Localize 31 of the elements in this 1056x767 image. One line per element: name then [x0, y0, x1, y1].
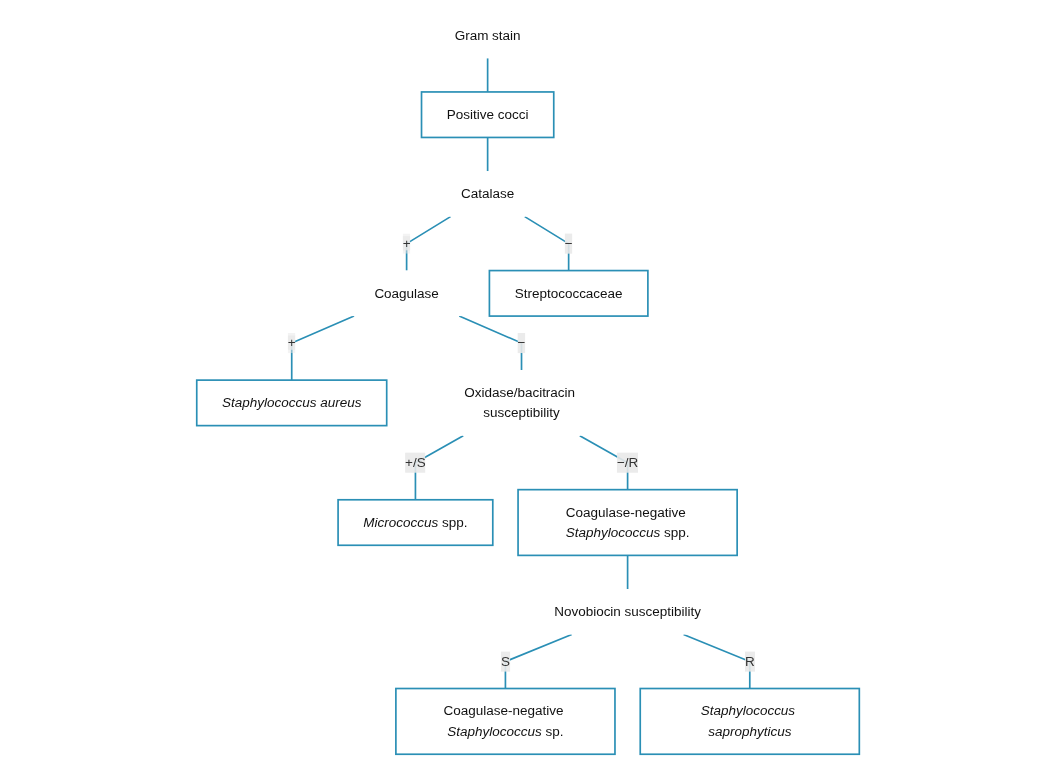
connector	[486, 57, 489, 93]
edge-label: R	[744, 653, 755, 669]
connector	[414, 434, 465, 501]
node-text: Novobiocin susceptibility	[554, 604, 702, 619]
edge-label: −	[564, 236, 573, 251]
connector	[626, 554, 629, 590]
edge-label: +	[287, 335, 296, 350]
connector	[486, 136, 489, 172]
edge-label: −/R	[616, 455, 639, 470]
connector	[458, 315, 523, 371]
connector	[405, 215, 452, 272]
connector	[682, 633, 751, 690]
node-text: Coagulase	[374, 285, 439, 301]
node-box: Micrococcus spp.	[337, 498, 494, 547]
edge-label: −	[517, 335, 526, 350]
connector	[290, 315, 355, 381]
edge-label: S	[500, 653, 510, 669]
node-box: Streptococcaceae	[488, 269, 649, 317]
node-box: Staphylococcus aureus	[195, 379, 388, 427]
node-text: Catalase	[460, 186, 515, 201]
edge-label: +	[402, 236, 411, 251]
node-text: Oxidase/bacitracin susceptibility	[464, 385, 576, 420]
node-box: Coagulase-negative Staphylococcus spp.	[517, 488, 738, 557]
connector	[523, 215, 570, 272]
node-box: Staphylococcus saprophyticus	[639, 687, 861, 756]
node-text: Gram stain	[454, 27, 521, 43]
connector	[578, 434, 629, 491]
node-box: Positive cocci	[420, 91, 555, 139]
node-box: Coagulase-negative Staphylococcus sp.	[395, 687, 616, 756]
edge-label: +/S	[405, 455, 426, 470]
connector	[504, 633, 573, 690]
